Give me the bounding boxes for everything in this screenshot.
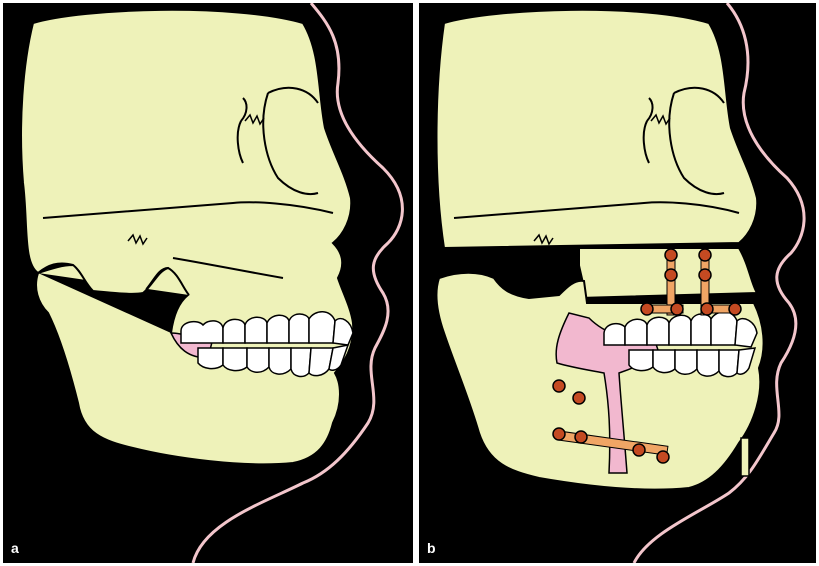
screw <box>657 451 669 463</box>
panel-b-postoperative: b <box>419 3 816 563</box>
panel-label-a: a <box>11 541 19 555</box>
skull-diagram-b <box>419 3 816 563</box>
screw <box>665 269 677 281</box>
panel-a-preoperative: a <box>3 3 413 563</box>
skull-diagram-a <box>3 3 413 563</box>
screw <box>699 269 711 281</box>
chin-marker <box>741 438 749 476</box>
screw <box>553 428 565 440</box>
screw <box>573 392 585 404</box>
screw <box>701 303 713 315</box>
screw <box>641 303 653 315</box>
panel-label-b: b <box>427 541 436 555</box>
skull-bone <box>437 10 758 248</box>
screw <box>665 249 677 261</box>
screw <box>633 444 645 456</box>
screw <box>671 303 683 315</box>
screw <box>729 303 741 315</box>
screw <box>575 431 587 443</box>
screw <box>699 249 711 261</box>
screw <box>553 380 565 392</box>
